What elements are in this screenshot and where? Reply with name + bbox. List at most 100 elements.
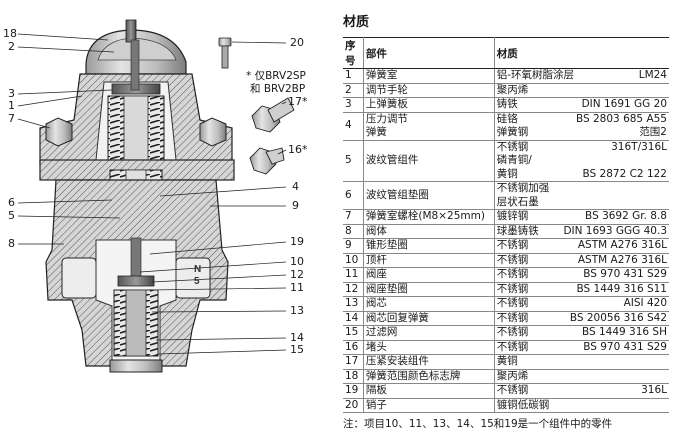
material-standard: BS 1449 316 S11 (576, 282, 668, 295)
material-standard: BS 20056 316 S42 (569, 311, 667, 324)
material-standard: DIN 1691 GG 20 (581, 98, 667, 110)
material-line: 弹簧钢范围2 (497, 126, 667, 140)
part-cell: 阀芯 (363, 296, 495, 312)
material-standard: DIN 1693 GGG 40.3 (563, 224, 667, 237)
material-line: 磷青铜/ (497, 154, 667, 168)
callout-13: 13 (290, 304, 304, 317)
part-name: 阀座垫圈 (365, 282, 408, 295)
part-name: 顶杆 (365, 253, 387, 266)
row-number: 4 (343, 112, 364, 141)
callout-5: 5 (8, 209, 15, 222)
callout-14: 14 (290, 331, 304, 344)
part-cell: 过滤网 (363, 325, 495, 341)
material-cell: 不锈钢 BS 1449 316 S11 (494, 282, 669, 297)
callout-7: 7 (8, 112, 15, 125)
part-cell: 弹簧室 (363, 68, 495, 84)
part-name: 阀芯回复弹簧 (365, 311, 429, 324)
material-standard: BS 1449 316 SH (581, 326, 667, 338)
material-name: 不锈钢 (496, 282, 529, 295)
material-name: 球墨铸铁 (496, 224, 539, 237)
material-name: 黄铜 (496, 167, 518, 180)
row-number: 8 (343, 224, 364, 239)
row-number: 16 (343, 340, 364, 355)
material-standard: 316T/316L (611, 140, 667, 153)
valve-sectional-drawing: N 5 (0, 0, 336, 442)
callout-16: 16* (288, 143, 308, 156)
part-name: 压紧安装组件 (365, 355, 429, 367)
material-standard: BS 2803 685 A55 (575, 112, 667, 125)
callout-1: 1 (8, 99, 15, 112)
part-cell: 压力调节弹簧 (363, 112, 495, 141)
material-name: 不锈钢 (496, 297, 529, 309)
row-number: 6 (343, 181, 364, 210)
header-no: 序号 (343, 37, 364, 69)
material-standard: AISI 420 (623, 297, 667, 309)
callout-12: 12 (290, 268, 304, 281)
row-number: 12 (343, 282, 364, 297)
material-line: 层状石墨 (497, 196, 667, 210)
part-name: 弹簧 (365, 126, 387, 138)
part-name: 阀体 (365, 224, 387, 237)
callout-8: 8 (8, 237, 15, 250)
material-name: 聚丙烯 (496, 83, 529, 96)
part-cell: 阀座垫圈 (363, 282, 495, 297)
row-number: 3 (343, 97, 364, 113)
part-cell: 阀芯回复弹簧 (363, 311, 495, 326)
callout-18: 18 (3, 27, 17, 40)
section-title: 材质 (343, 15, 370, 30)
part-cell: 锥形垫圈 (363, 238, 495, 254)
material-line: 不锈钢 BS 970 431 S29 (497, 268, 667, 282)
material-name: 硅铬 (496, 112, 518, 125)
row-number: 13 (343, 296, 364, 312)
material-standard: BS 970 431 S29 (583, 340, 667, 353)
svg-text:N: N (194, 264, 201, 275)
part-name: 波纹管组件 (365, 154, 419, 166)
material-line: 黄铜 (497, 355, 667, 369)
callout-11: 11 (290, 281, 304, 294)
part-name: 堵头 (365, 340, 387, 353)
row-number: 9 (343, 238, 364, 254)
callout-20: 20 (290, 36, 304, 49)
row-number: 5 (343, 140, 364, 182)
material-cell: 不锈钢 BS 970 431 S29 (494, 267, 669, 283)
header-material: 材质 (494, 37, 669, 69)
row-number: 14 (343, 311, 364, 326)
material-standard: LM24 (638, 69, 667, 81)
material-line: 聚丙烯 (497, 84, 667, 98)
material-name: 镀铜低碳钢 (496, 398, 550, 411)
row-number: 10 (343, 253, 364, 268)
part-cell: 阀座 (363, 267, 495, 283)
material-name: 不锈钢 (496, 268, 529, 280)
part-cell: 波纹管组垫圈 (363, 181, 495, 210)
part-cell: 顶杆 (363, 253, 495, 268)
material-standard: BS 970 431 S29 (583, 268, 667, 280)
row-number: 2 (343, 83, 364, 98)
part-name: 调节手轮 (365, 83, 408, 96)
part-name: 锥形垫圈 (365, 239, 408, 251)
